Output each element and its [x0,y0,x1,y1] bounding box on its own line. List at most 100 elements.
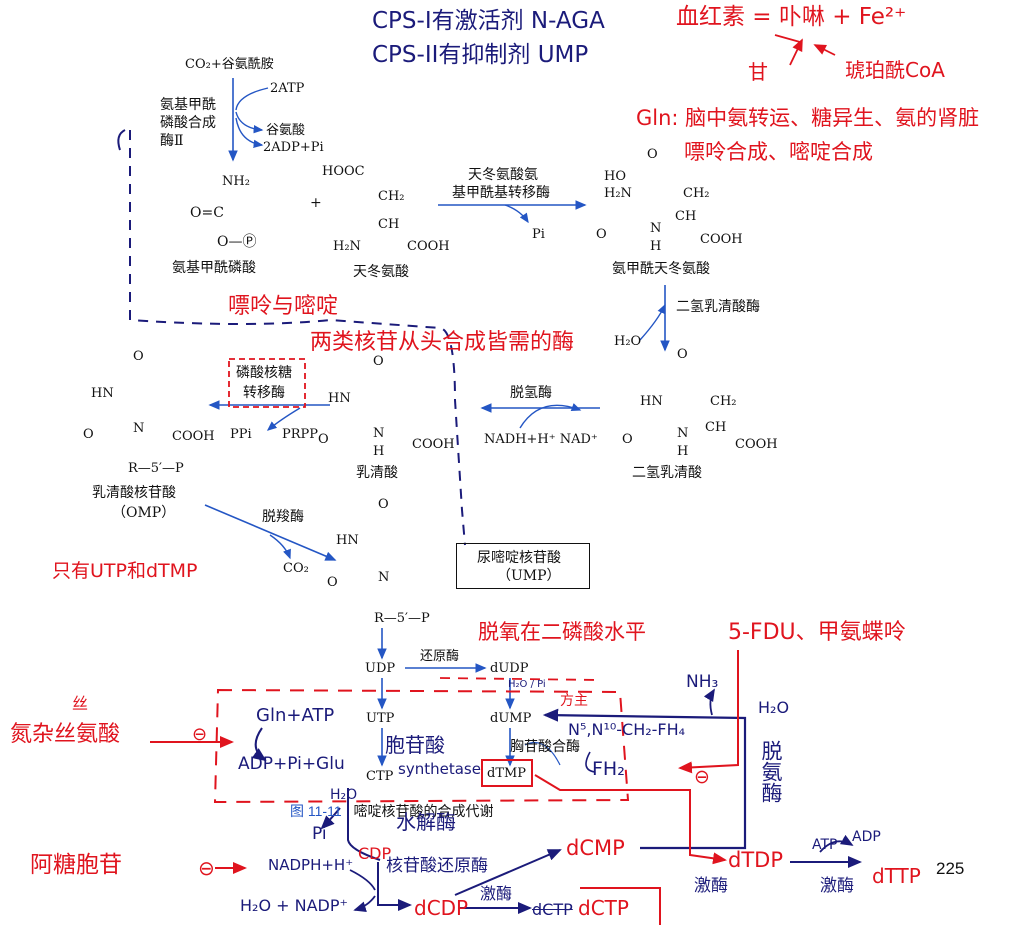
red-dashed-box [213,688,630,804]
figure-number: 图 11-11 [290,803,342,819]
arrow-nad [519,403,582,429]
oro-cooh: COOH [412,437,455,452]
atp-label: 2ATP [270,81,305,96]
note-ctp-synthase-en: synthetase [398,760,481,778]
dho-o-top: O [677,347,688,362]
arrow-ppi [266,407,301,431]
ump-hn: HN [336,533,359,548]
note-nh3: NH₃ [686,672,719,692]
oro-n: N [373,426,385,441]
omp-ribose: R—5′—P [128,461,184,476]
dho-hn: HN [640,394,663,409]
note-dcdp: dCDP [414,896,469,920]
cps2-enzyme-3: 酶Ⅱ [160,133,184,149]
note-deaminase: 脱氨酶 [759,740,783,803]
note-kinase-1: 激酶 [480,884,513,903]
atcase-label-2: 基甲酰基转移酶 [452,185,550,201]
arrow-gln-adp [251,727,267,762]
note-heme: 血红素 = 卟啉 + Fe²⁺ [676,4,907,30]
arrow-nadp-out [353,895,376,912]
ca-o-top: O [647,147,658,162]
omp-cooh: COOH [172,429,215,444]
ppi-label: PPi [230,427,252,442]
plus-sign: + [310,195,322,211]
oro-o-top: O [373,354,384,369]
ca-o-left: O [596,227,607,242]
oprt-label-2: 转移酶 [243,385,285,401]
note-gln-functions: Gln: 脑中氨转运、糖异生、氨的肾脏 [636,106,980,130]
dho-ch2: CH₂ [710,394,737,409]
omp-o-top: O [133,349,144,364]
note-h2o-nadp: H₂O + NADP⁺ [240,896,348,915]
note-gln-atp: Gln+ATP [256,705,335,726]
note-adp: ADP [852,829,881,845]
arrow-glu-out [235,111,264,134]
arrow-pi [504,204,529,224]
note-atp: ATP [812,837,838,853]
inhibit-symbol-2: ⊖ [198,856,215,880]
dho-h: H [677,444,689,459]
arrow-atp-in [235,87,269,111]
dhoase-label: 二氢乳清酸酶 [676,299,760,315]
note-nadph: NADPH+H⁺ [268,856,354,874]
dho-o-left: O [622,432,633,447]
co2-glutamine: CO₂+谷氨酰胺 [185,57,274,72]
dashed-boundary-upper [129,130,466,546]
note-fang-zhu: 方主 [560,693,588,709]
note-dttp: dTTP [872,864,921,888]
note-dtdp: dTDP [728,848,783,872]
note-succinyl-coa: 琥珀酰CoA [845,58,945,82]
dudp-label: dUDP [490,661,529,676]
ump-box-line-1: 尿嘧啶核苷酸 [477,550,561,566]
ca-ch2: CH₂ [683,186,710,201]
figure-caption: 图 11-11 嘧啶核苷酸的合成代谢 [290,801,494,821]
ca-n: N [650,221,662,236]
inhibit-symbol-1: ⊖ [192,724,208,745]
dashed-boundary-left [117,129,126,151]
note-pi: Pi [312,824,327,844]
h2o-label: H₂O [614,334,642,349]
arrow-ts-cofactor [524,741,561,766]
note-kinase-2: 激酶 [694,876,728,896]
arrow-dcdp-dcmp [454,849,562,896]
red-box-oprt [228,358,306,408]
note-deoxy-level: 脱氧在二磷酸水平 [478,620,646,644]
utp-label: UTP [366,711,395,726]
oro-o-left: O [318,432,329,447]
note-ctp-synthase-cn: 胞苷酸 [385,733,445,757]
arrow-ctp-pi [320,807,341,830]
arrow-odc [204,504,337,561]
omp-n: N [133,421,145,436]
arrow-heme-inhib [774,34,801,43]
note-si: 丝 [72,694,89,713]
reductase-label: 还原酶 [420,649,460,664]
page-number: 225 [936,859,965,878]
note-fdu-mtx: 5-FDU、甲氨蝶呤 [728,620,906,645]
arrow-dcmp-dump [542,708,747,850]
note-kinase-3: 激酶 [820,876,854,896]
omp-abbr: （OMP） [112,505,176,521]
dho-ch: CH [705,420,727,435]
ump-ribose: R—5′—P [374,611,430,626]
dho-cooh: COOH [735,437,778,452]
cp-phosphate: O—Ⓟ [217,234,257,250]
note-dctp: dCTP [578,896,629,920]
udp-label: UDP [365,661,396,676]
carbamoyl-aspartate-name: 氨甲酰天冬氨酸 [612,261,710,277]
arrow-cdp-dcdp [377,862,412,911]
note-gln-functions-2: 嘌呤合成、嘧啶合成 [684,140,873,164]
asp-ch2: CH₂ [378,189,405,204]
orotate-name: 乳清酸 [356,465,398,481]
note-h2o-pi: H₂O / Pi [508,679,546,690]
ca-ch: CH [675,209,697,224]
cps2-enzyme-2: 磷酸合成 [160,115,216,131]
note-rnr: 核苷酸还原酶 [386,856,488,876]
ts-label: 胸苷酸合酶 [510,739,580,755]
ca-ho: HO [604,169,626,184]
adp-pi-label: 2ADP+Pi [263,140,324,155]
note-h2o-2: H₂O [758,698,790,717]
dtmp-label: dTMP [487,766,527,781]
red-dashed-udp-line [439,677,601,681]
oro-h: H [373,444,385,459]
